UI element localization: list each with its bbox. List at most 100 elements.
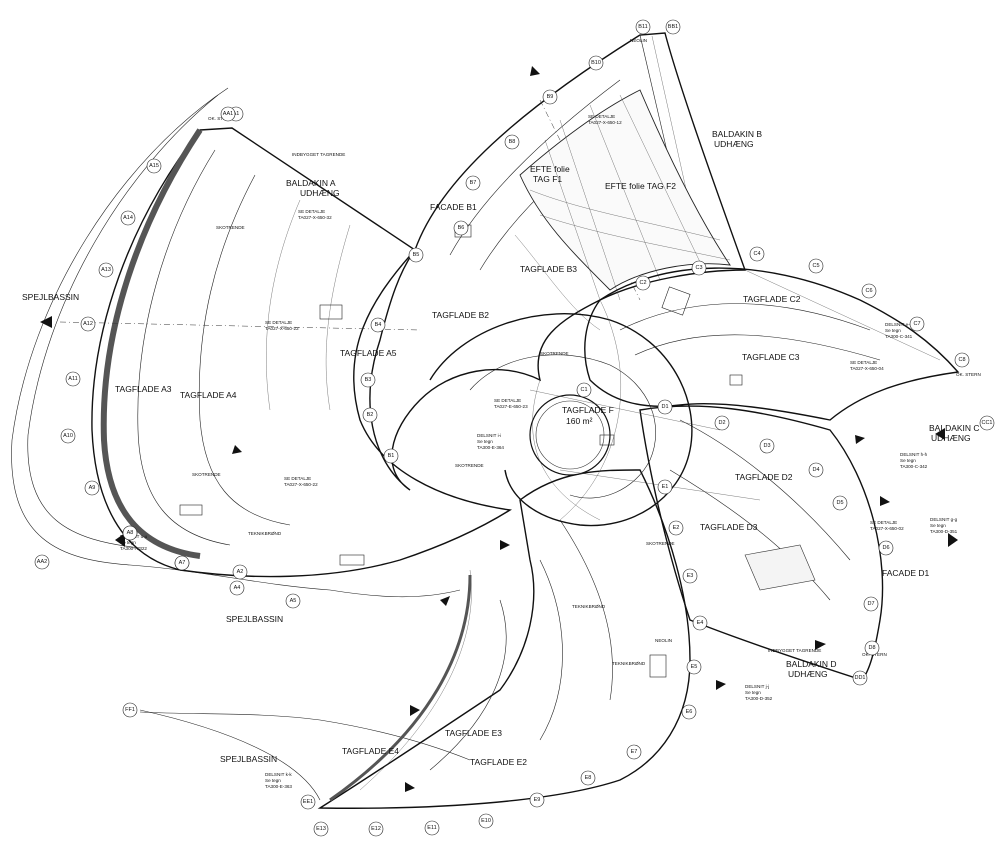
roof-wing-a bbox=[59, 127, 512, 578]
grid-marker-b10: B10 bbox=[588, 55, 604, 71]
grid-marker-bb1: BB1 bbox=[665, 19, 681, 35]
grid-marker-circle bbox=[635, 275, 651, 291]
grid-marker-label: A7 bbox=[179, 560, 186, 566]
label-spejlbassin-3: SPEJLBASSIN bbox=[220, 754, 277, 764]
grid-marker-e1: E1 bbox=[657, 479, 673, 495]
grid-marker-circle bbox=[370, 317, 386, 333]
grid-marker-circle bbox=[220, 106, 236, 122]
grid-marker-label: E8 bbox=[585, 775, 592, 781]
grid-marker-label: A11 bbox=[68, 376, 77, 382]
grid-marker-circle bbox=[120, 210, 136, 226]
label-baldakin-b-1: BALDAKIN B bbox=[712, 129, 762, 139]
grid-marker-label: AA1 bbox=[223, 111, 233, 117]
central-spiral bbox=[429, 299, 761, 527]
grid-marker-e9: E9 bbox=[529, 792, 545, 808]
grid-marker-ff1: FF1 bbox=[122, 702, 138, 718]
grid-marker-label: C2 bbox=[639, 280, 646, 286]
label-tagflade-c3: TAGFLADE C3 bbox=[742, 352, 800, 362]
grid-marker-label: C4 bbox=[753, 251, 760, 257]
note-delsnit-no: TA300-E-364 bbox=[477, 445, 504, 450]
grid-marker-aa1: AA1 bbox=[220, 106, 236, 122]
grid-marker-label: A12 bbox=[83, 321, 93, 327]
grid-marker-label: E12 bbox=[371, 826, 381, 832]
label-efte-f1-line1: EFTE folie bbox=[530, 164, 570, 174]
grid-marker-label: D2 bbox=[718, 420, 725, 426]
grid-marker-circle bbox=[852, 670, 868, 686]
note-ref: TA027-X-650-22 bbox=[265, 326, 299, 331]
note-ref: TA027-X-650-32 bbox=[298, 215, 332, 220]
grid-marker-d4: D4 bbox=[808, 462, 824, 478]
grid-marker-label: E4 bbox=[697, 620, 704, 626]
grid-marker-circle bbox=[408, 247, 424, 263]
label-baldakin-a-1: BALDAKIN A bbox=[286, 178, 336, 188]
grid-marker-circle bbox=[808, 258, 824, 274]
label-efte-f2: EFTE folie TAG F2 bbox=[605, 181, 676, 191]
note-teknikbrond: TEKNIKBRØND bbox=[248, 531, 282, 536]
grid-marker-label: E2 bbox=[673, 525, 680, 531]
grid-marker-d6: D6 bbox=[878, 540, 894, 556]
grid-marker-circle bbox=[749, 246, 765, 262]
grid-marker-circle bbox=[657, 399, 673, 415]
label-tagflade-c2: TAGFLADE C2 bbox=[743, 294, 801, 304]
grid-marker-circle bbox=[360, 372, 376, 388]
note-neolin: NEOLIN bbox=[630, 38, 647, 43]
grid-marker-e2: E2 bbox=[668, 520, 684, 536]
grid-marker-label: B11 bbox=[638, 24, 647, 30]
grid-marker-circle bbox=[580, 770, 596, 786]
grid-marker-circle bbox=[909, 316, 925, 332]
note-neolin: NEOLIN bbox=[655, 638, 672, 643]
grid-marker-circle bbox=[529, 792, 545, 808]
grid-marker-d1: D1 bbox=[657, 399, 673, 415]
note-skotrende: SKOTRENDE bbox=[540, 351, 569, 356]
section-arrows bbox=[40, 66, 958, 792]
grid-marker-label: E13 bbox=[316, 826, 326, 832]
grid-marker-circle bbox=[665, 19, 681, 35]
label-tagflade-f-area: 160 m² bbox=[566, 416, 593, 426]
grid-marker-circle bbox=[681, 704, 697, 720]
grid-marker-c4: C4 bbox=[749, 246, 765, 262]
roof-wing-c bbox=[584, 267, 960, 421]
note-delsnit-ref: Se tegn bbox=[120, 540, 136, 545]
note-skotrende: SKOTRENDE bbox=[646, 541, 675, 546]
grid-marker-a11: A11 bbox=[65, 371, 81, 387]
label-tagflade-a3: TAGFLADE A3 bbox=[115, 384, 172, 394]
grid-marker-label: DD1 bbox=[854, 675, 865, 681]
label-tagflade-f: TAGFLADE F bbox=[562, 405, 614, 415]
grid-marker-b6: B6 bbox=[453, 220, 469, 236]
grid-marker-c6: C6 bbox=[861, 283, 877, 299]
grid-marker-circle bbox=[686, 659, 702, 675]
spejlbassin-west bbox=[11, 87, 461, 598]
grid-marker-label: C6 bbox=[865, 288, 872, 294]
grid-marker-label: A8 bbox=[127, 530, 134, 536]
grid-marker-label: EE1 bbox=[303, 799, 313, 805]
grid-marker-label: E6 bbox=[686, 709, 693, 715]
label-spejlbassin-1: SPEJLBASSIN bbox=[22, 292, 79, 302]
grid-marker-label: AA2 bbox=[37, 559, 47, 565]
note-delsnit-no: TA300-C-341 bbox=[885, 334, 913, 339]
note-delsnit-ref: Se tegn bbox=[477, 439, 493, 444]
grid-marker-label: E9 bbox=[534, 797, 541, 803]
grid-marker-d2: D2 bbox=[714, 415, 730, 431]
spejlbassin-south bbox=[139, 709, 471, 801]
grid-marker-a15: A15 bbox=[146, 158, 162, 174]
grid-marker-circle bbox=[682, 568, 698, 584]
note-ok-stern: OK. STERN bbox=[208, 116, 233, 121]
note-delsnit-ref: Se tegn bbox=[745, 690, 761, 695]
grid-marker-label: A14 bbox=[123, 215, 133, 221]
label-tagflade-a5: TAGFLADE A5 bbox=[340, 348, 397, 358]
grid-marker-circle bbox=[98, 262, 114, 278]
grid-marker-circle bbox=[979, 415, 995, 431]
grid-marker-label: D7 bbox=[867, 601, 874, 607]
grid-marker-d8: D8 bbox=[864, 640, 880, 656]
label-baldakin-a-2: UDHÆNG bbox=[300, 188, 340, 198]
note-delsnit-no: TA300-A-322 bbox=[120, 546, 147, 551]
grid-marker-a4: A4 bbox=[229, 580, 245, 596]
note-teknikbrond: TEKNIKBRØND bbox=[612, 661, 646, 666]
grid-marker-circle bbox=[424, 820, 440, 836]
grid-marker-e13: E13 bbox=[313, 821, 329, 837]
note-teknikbrond: TEKNIKBRØND bbox=[572, 604, 606, 609]
note-tagrende: INDBYGGET TAGRENDE bbox=[292, 152, 345, 157]
grid-marker-b2: B2 bbox=[362, 407, 378, 423]
grid-marker-label: B2 bbox=[367, 412, 374, 418]
